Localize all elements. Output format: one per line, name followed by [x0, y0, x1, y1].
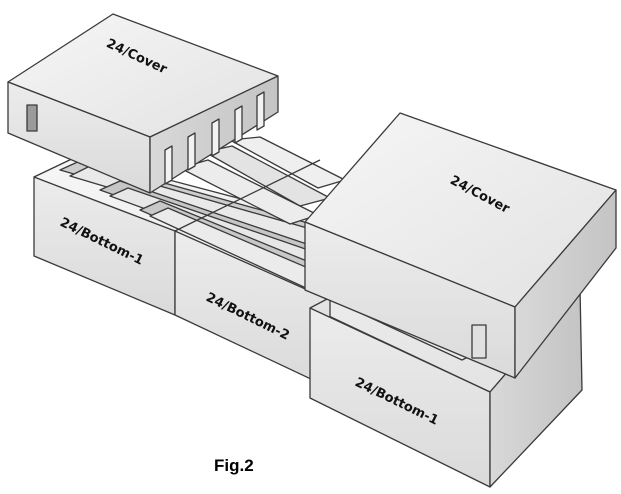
cover-right-side	[514, 189, 617, 379]
cover-left: 24/Cover	[7, 13, 279, 194]
seam-1	[174, 159, 321, 232]
cover-right-slot	[471, 324, 487, 359]
cover-left-side-slots	[164, 91, 265, 185]
figure-caption: Fig.2	[214, 456, 254, 475]
cover-right: 24/Cover	[304, 112, 617, 379]
cover-left-slot	[26, 104, 38, 132]
